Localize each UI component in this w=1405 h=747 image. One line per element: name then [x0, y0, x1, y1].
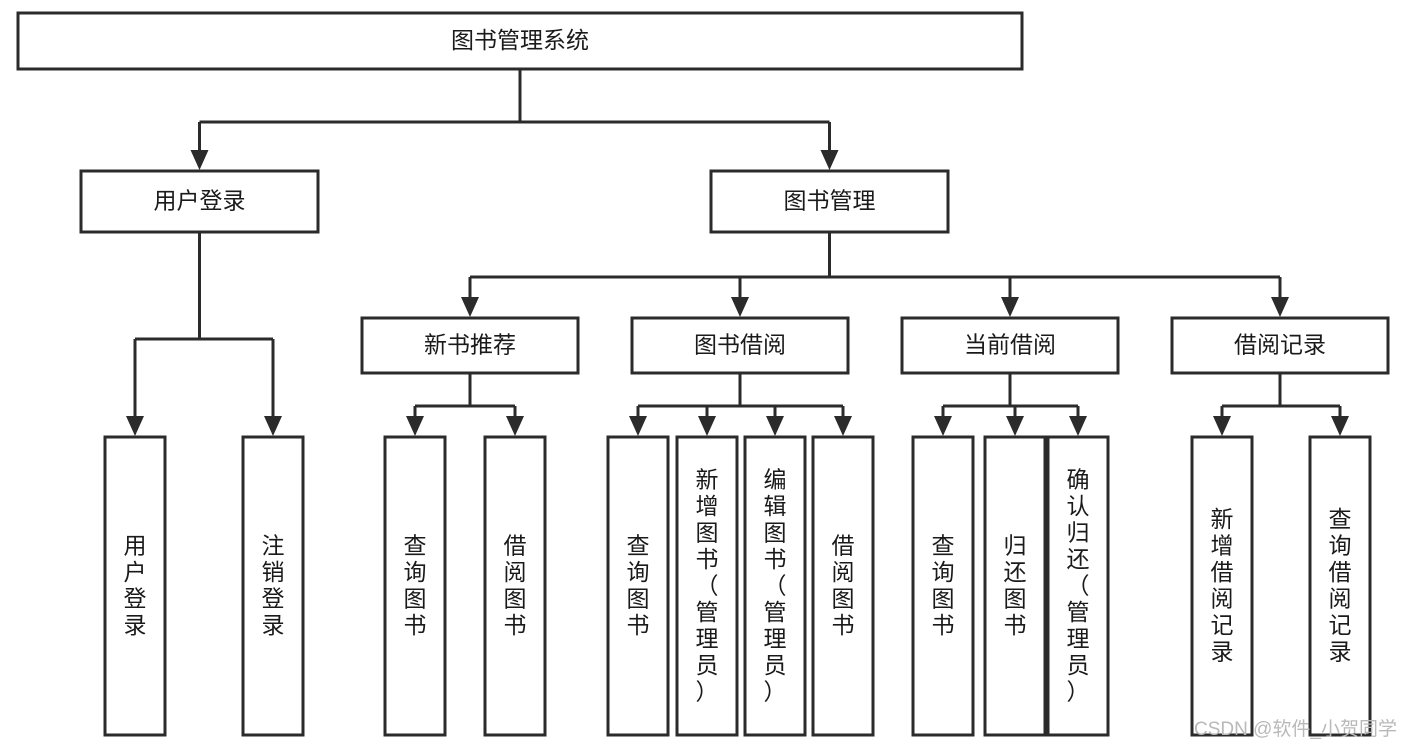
node-box[interactable] [383, 435, 447, 737]
node-leaf-logout[interactable]: 注销登录 [241, 435, 305, 737]
arrow-head-icon [834, 416, 852, 436]
node-leaf-query-book-borrow[interactable]: 查询图书 [606, 435, 670, 737]
arrow-head-icon [1271, 297, 1289, 317]
node-label: 图书管理 [784, 188, 876, 214]
node-label: 新书推荐 [424, 332, 516, 358]
node-label: 用户登录 [154, 188, 246, 214]
node-label: 注销登录 [262, 533, 285, 639]
arrow-head-icon [1069, 416, 1087, 436]
node-box[interactable] [1190, 435, 1254, 737]
node-label: 借阅图书 [504, 533, 527, 639]
node-label: 查询借阅记录 [1329, 506, 1352, 665]
node-leaf-borrow-book[interactable]: 借阅图书 [811, 435, 875, 737]
arrow-head-icon [1213, 416, 1231, 436]
connector-group [934, 373, 1087, 436]
node-box[interactable] [743, 435, 807, 737]
arrow-head-icon [820, 150, 839, 170]
node-leaf-query-borrow-record[interactable]: 查询借阅记录 [1308, 435, 1372, 737]
arrow-head-icon [934, 416, 952, 436]
node-book-management[interactable]: 图书管理 [709, 169, 950, 234]
node-box[interactable] [709, 169, 950, 234]
node-label: 当前借阅 [964, 332, 1056, 358]
node-box[interactable] [811, 435, 875, 737]
arrow-head-icon [126, 416, 144, 436]
node-box[interactable] [900, 316, 1120, 375]
node-label: 借阅图书 [832, 533, 855, 639]
node-box[interactable] [103, 435, 167, 737]
node-leaf-edit-book-admin[interactable]: 编辑图书（管理员） [743, 435, 807, 737]
node-label: 图书管理系统 [451, 27, 589, 53]
connector-group [190, 69, 839, 170]
node-leaf-return-book[interactable]: 归还图书 [983, 435, 1047, 737]
node-label: 查询图书 [404, 533, 427, 639]
node-label: 图书借阅 [694, 332, 786, 358]
connector-group [1213, 373, 1349, 436]
arrow-head-icon [190, 150, 209, 170]
node-label: 借阅记录 [1234, 332, 1326, 358]
node-label: 查询图书 [932, 533, 955, 639]
node-leaf-confirm-return-admin[interactable]: 确认归还（管理员） [1046, 435, 1110, 737]
node-root[interactable]: 图书管理系统 [16, 11, 1024, 71]
node-box[interactable] [1308, 435, 1372, 737]
arrow-head-icon [406, 416, 424, 436]
connector-group [461, 232, 1289, 317]
arrow-head-icon [629, 416, 647, 436]
csdn-watermark: CSDN @软件_小贺同学 [1194, 719, 1397, 740]
node-leaf-query-book-current[interactable]: 查询图书 [911, 435, 975, 737]
connectors-layer [126, 69, 1349, 436]
node-box[interactable] [911, 435, 975, 737]
node-leaf-borrow-book-new[interactable]: 借阅图书 [483, 435, 547, 737]
node-box[interactable] [675, 435, 739, 737]
node-label: 查询图书 [627, 533, 650, 639]
arrow-head-icon [1006, 416, 1024, 436]
node-label: 新增借阅记录 [1211, 506, 1234, 665]
arrow-head-icon [731, 297, 749, 317]
node-box[interactable] [630, 316, 850, 375]
connector-group [406, 373, 524, 436]
node-leaf-add-borrow-record[interactable]: 新增借阅记录 [1190, 435, 1254, 737]
arrow-head-icon [264, 416, 282, 436]
arrow-head-icon [698, 416, 716, 436]
node-new-book-recommend[interactable]: 新书推荐 [360, 316, 580, 375]
node-box[interactable] [360, 316, 580, 375]
node-label: 归还图书 [1004, 533, 1027, 639]
connector-group [629, 373, 852, 436]
node-box[interactable] [606, 435, 670, 737]
node-leaf-user-login[interactable]: 用户登录 [103, 435, 167, 737]
node-book-borrow[interactable]: 图书借阅 [630, 316, 850, 375]
node-box[interactable] [79, 169, 320, 234]
nodes-layer: 图书管理系统用户登录图书管理新书推荐图书借阅当前借阅借阅记录用户登录注销登录查询… [16, 11, 1390, 737]
node-box[interactable] [1170, 316, 1390, 375]
node-box[interactable] [1046, 435, 1110, 737]
connector-group [126, 232, 282, 436]
node-label: 新增图书（管理员） [696, 466, 719, 704]
arrow-head-icon [766, 416, 784, 436]
node-label: 用户登录 [124, 533, 147, 639]
node-box[interactable] [983, 435, 1047, 737]
arrow-head-icon [1331, 416, 1349, 436]
node-label: 确认归还（管理员） [1067, 466, 1090, 704]
arrow-head-icon [506, 416, 524, 436]
node-label: 编辑图书（管理员） [764, 466, 787, 704]
node-box[interactable] [241, 435, 305, 737]
node-box[interactable] [16, 11, 1024, 71]
node-leaf-add-book-admin[interactable]: 新增图书（管理员） [675, 435, 739, 737]
node-leaf-query-book-new[interactable]: 查询图书 [383, 435, 447, 737]
node-current-borrow[interactable]: 当前借阅 [900, 316, 1120, 375]
arrow-head-icon [1001, 297, 1019, 317]
arrow-head-icon [461, 297, 479, 317]
node-user-login[interactable]: 用户登录 [79, 169, 320, 234]
node-box[interactable] [483, 435, 547, 737]
node-borrow-record[interactable]: 借阅记录 [1170, 316, 1390, 375]
